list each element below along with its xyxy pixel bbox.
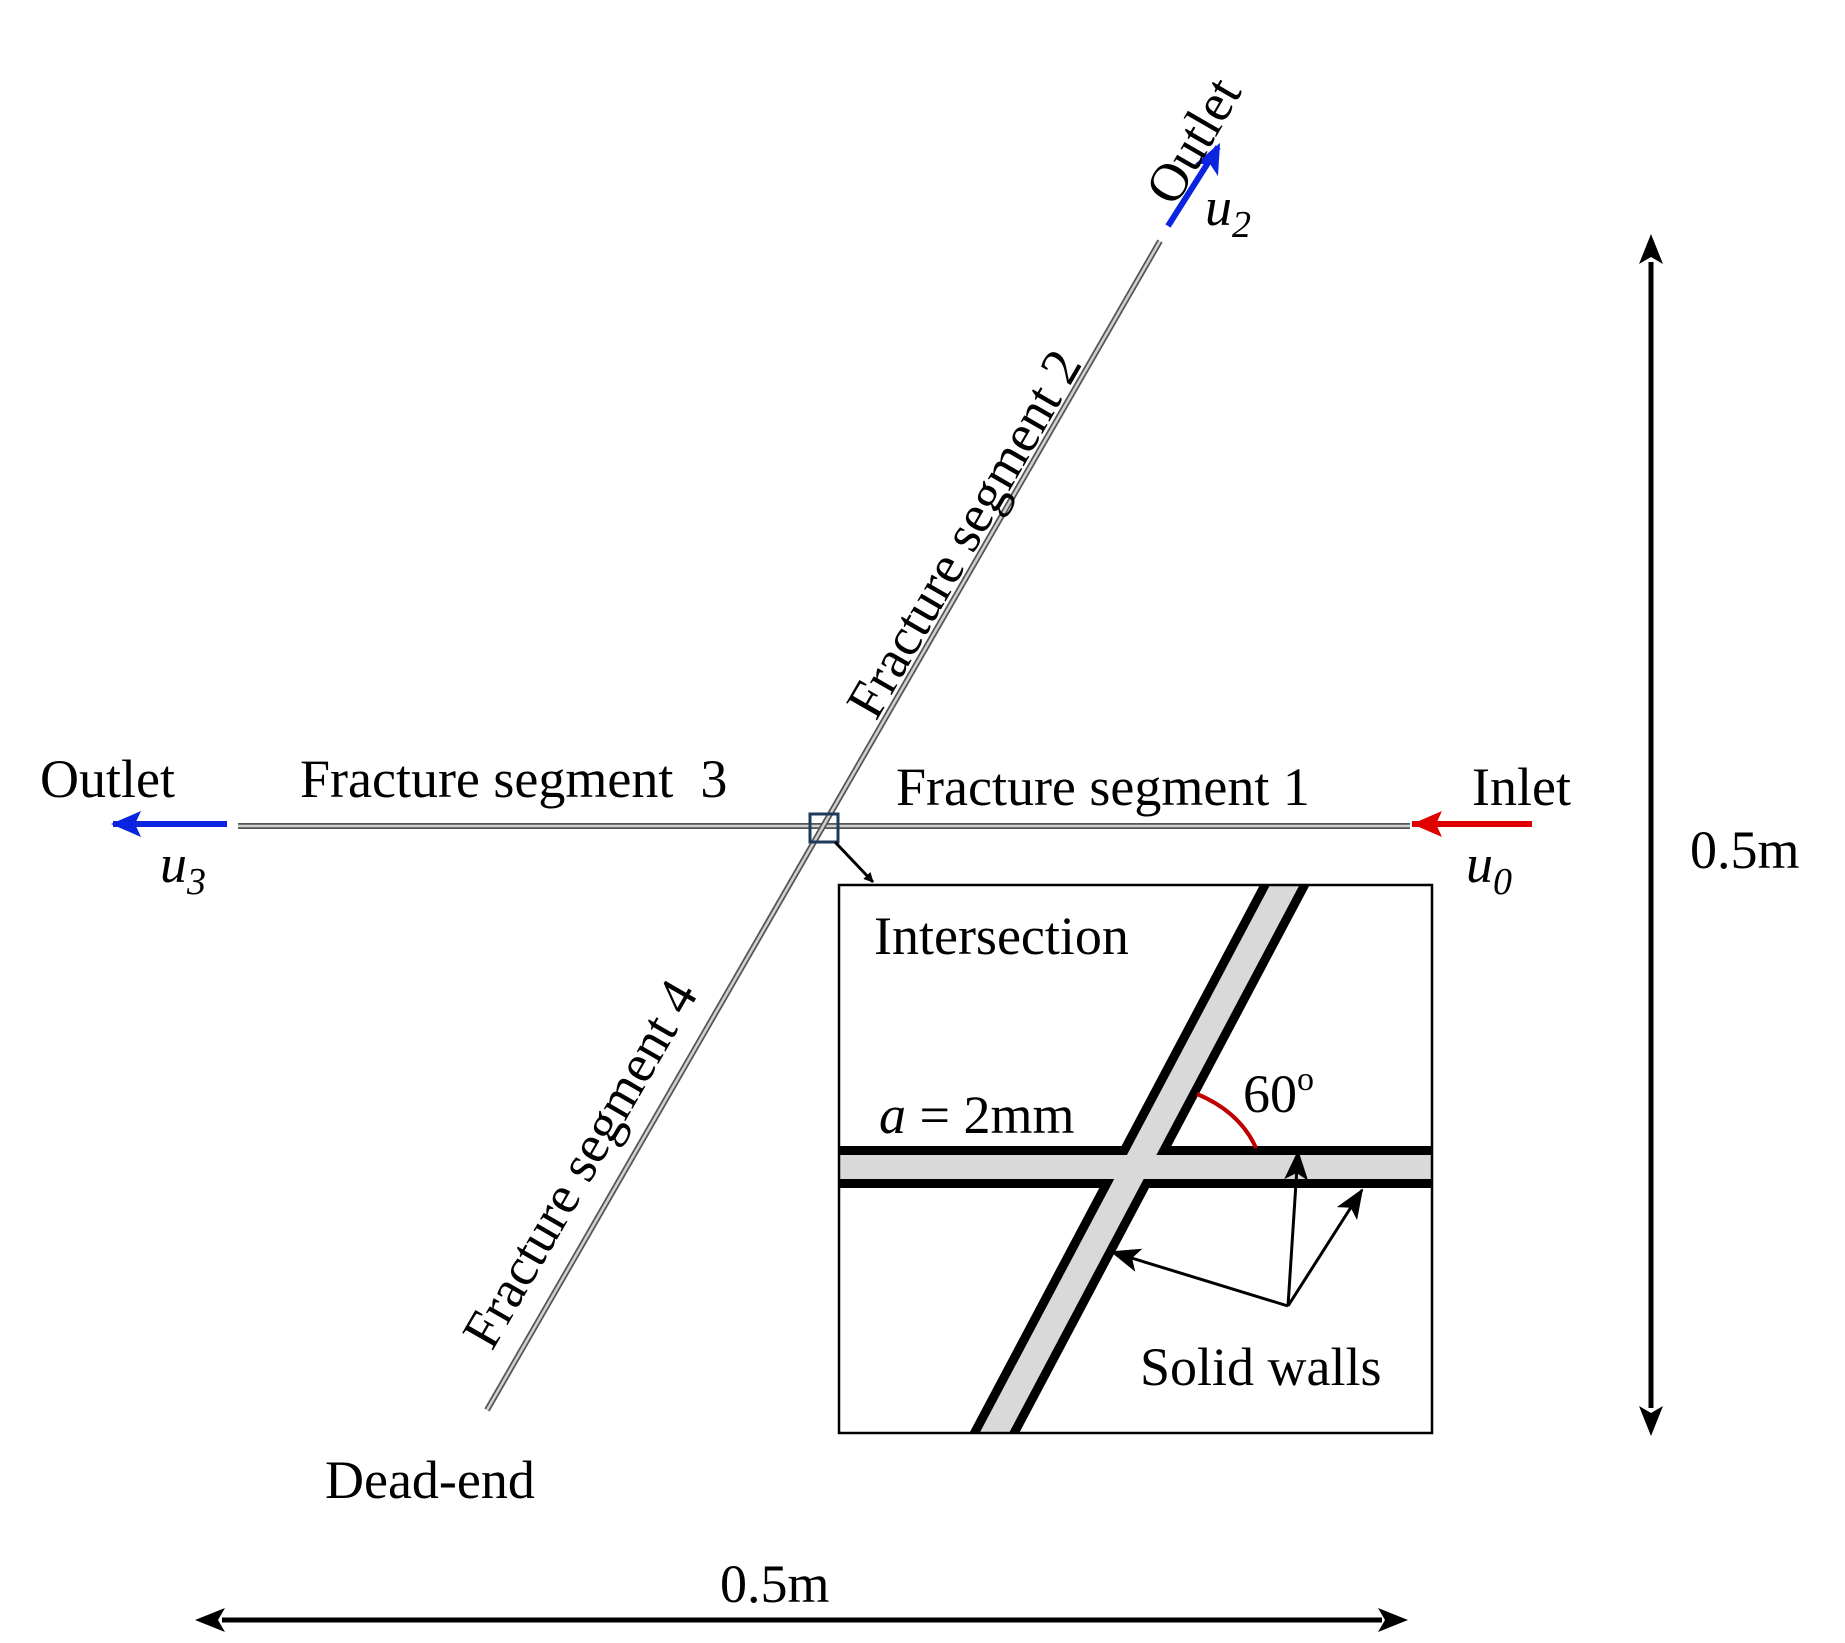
height-dimension-label: 0.5m (1690, 820, 1800, 880)
wall-pointer-3 (1286, 1188, 1364, 1307)
outlet-left-arrowhead (111, 811, 141, 837)
width-dimension-head-left (195, 1608, 225, 1632)
wall-pointer-2 (1284, 1150, 1309, 1307)
wall-pointer-1 (1110, 1248, 1289, 1308)
inset-title: Intersection (874, 906, 1129, 966)
height-dimension-head-top (1639, 234, 1663, 264)
segment-3-label: Fracture segment 3 (300, 749, 727, 809)
zoom-pointer (833, 840, 875, 884)
dead-end-label: Dead-end (325, 1450, 535, 1510)
solid-walls-label: Solid walls (1140, 1337, 1382, 1397)
u3-label: u3 (160, 834, 206, 903)
inset-intersection-core (1100, 1155, 1170, 1179)
outlet-left-label: Outlet (40, 749, 175, 809)
width-dimension-label: 0.5m (720, 1554, 830, 1614)
u2-subscript: 2 (1232, 204, 1251, 246)
outlet-top-label: Outlet (1133, 67, 1252, 214)
segment-1-label: Fracture segment 1 (896, 757, 1310, 817)
fracture-diagonal-core (485, 240, 1162, 1411)
outlet-top-arrowhead (1195, 143, 1220, 176)
angle-arc (1196, 1092, 1258, 1149)
angle-unit: o (1297, 1061, 1314, 1098)
height-dimension-head-bottom (1639, 1406, 1663, 1436)
intersection-zoom-box (808, 812, 840, 844)
u2-label: u2 (1205, 177, 1251, 246)
intersection-inset: Intersection a = 2mm 60o Solid walls (837, 883, 1434, 1435)
inlet-arrowhead (1412, 811, 1442, 837)
inlet-label: Inlet (1472, 757, 1571, 817)
inset-frame (837, 883, 1434, 1435)
fracture-network (238, 239, 1410, 1412)
angle-label: 60o (1243, 1061, 1314, 1124)
segment-2-label: Fracture segment 2 (834, 340, 1093, 728)
aperture-label: a = 2mm (879, 1085, 1074, 1145)
segment-4-label: Fracture segment 4 (450, 970, 709, 1358)
width-dimension-head-right (1378, 1608, 1408, 1632)
u0-label: u0 (1466, 834, 1512, 903)
u3-subscript: 3 (186, 861, 206, 903)
u0-subscript: 0 (1493, 861, 1512, 903)
